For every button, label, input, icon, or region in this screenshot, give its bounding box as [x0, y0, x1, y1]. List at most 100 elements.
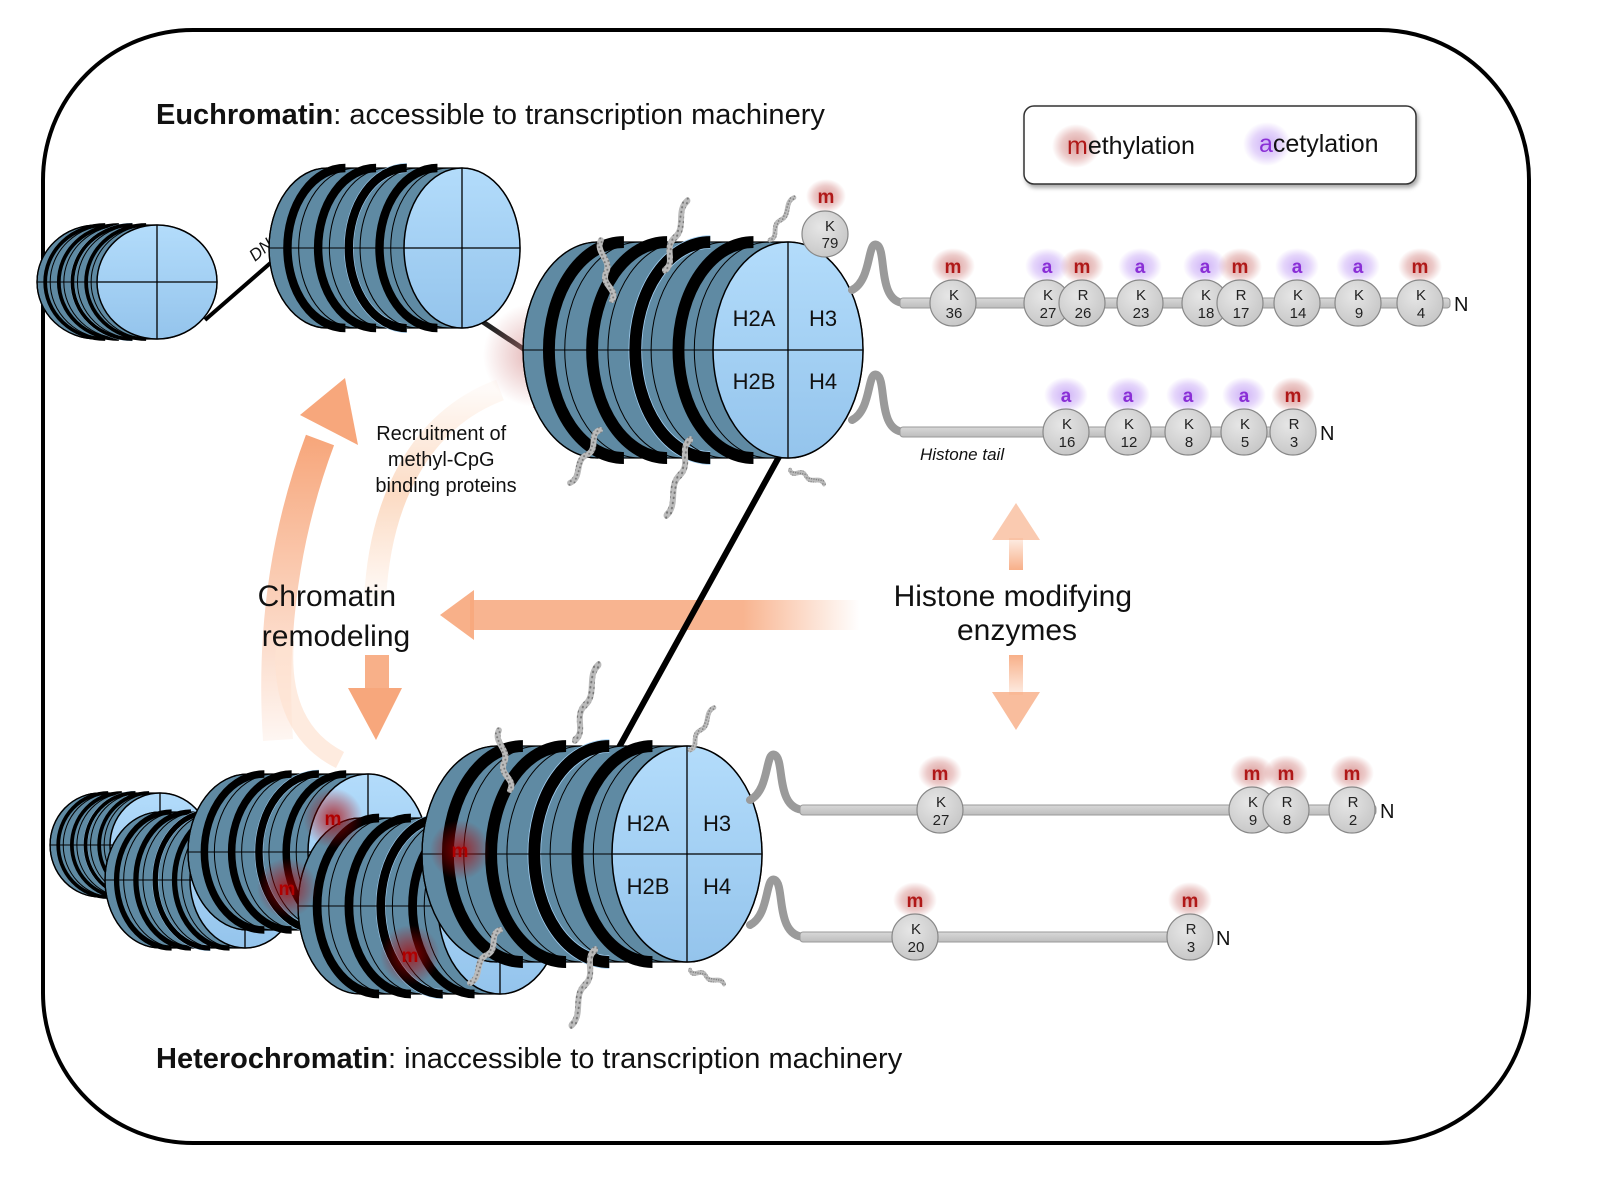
- methylation-mark: m: [945, 257, 962, 278]
- residue-position: 8: [1185, 434, 1193, 451]
- svg-text:79: 79: [822, 235, 839, 252]
- residue-position: 20: [908, 939, 925, 956]
- residue-aa: R: [1289, 416, 1300, 433]
- methylation-glow: [1168, 882, 1212, 918]
- methylation-glow: [1271, 377, 1315, 413]
- residue-position: 26: [1075, 305, 1092, 322]
- acetylation-mark: a: [1200, 257, 1211, 278]
- n-terminus-label: N: [1380, 801, 1394, 823]
- residue-position: 27: [1040, 305, 1057, 322]
- methylation-mark: m: [1074, 257, 1091, 278]
- methylation-mark: m: [1285, 386, 1302, 407]
- residue-position: 14: [1290, 305, 1307, 322]
- methylation-mark: m: [1278, 764, 1295, 785]
- residue-aa: K: [936, 794, 946, 811]
- svg-text:m: m: [452, 841, 469, 862]
- residue-bead: [1334, 279, 1382, 327]
- acetylation-mark: a: [1353, 257, 1364, 278]
- residue-position: 9: [1249, 812, 1257, 829]
- heterochromatin-title: Heterochromatin: inaccessible to transcr…: [156, 1043, 903, 1075]
- legend-acetylation: acetylation: [1259, 130, 1379, 158]
- residue-k79: m K 79: [801, 179, 849, 258]
- residue-aa: K: [1354, 287, 1364, 304]
- svg-text:K: K: [825, 218, 835, 235]
- residue-aa: K: [1240, 416, 1250, 433]
- residue-position: 4: [1417, 305, 1425, 322]
- methylation-mark: m: [932, 764, 949, 785]
- residue-aa: K: [1136, 287, 1146, 304]
- histone-h4: H4: [703, 874, 731, 899]
- histone-h3: H3: [703, 811, 731, 836]
- arrow-vert-up-head: [992, 503, 1040, 540]
- residue-aa: K: [1043, 287, 1053, 304]
- recruitment-label: Recruitment of methyl-CpG binding protei…: [375, 423, 516, 497]
- residue-position: 9: [1355, 305, 1363, 322]
- residue-aa: R: [1186, 921, 1197, 938]
- methylation-glow: [931, 248, 975, 284]
- residue-R8: mR8: [1262, 755, 1310, 834]
- residue-bead: [1396, 279, 1444, 327]
- acetylation-mark: a: [1292, 257, 1303, 278]
- residue-bead: [1269, 408, 1317, 456]
- residue-position: 23: [1133, 305, 1150, 322]
- arrow-vert-down-head: [992, 692, 1040, 730]
- histone-labels-heterochromatin: H2A H3 H2B H4: [627, 811, 731, 899]
- residue-position: 18: [1198, 305, 1215, 322]
- residue-K8: aK8: [1164, 377, 1212, 456]
- residue-aa: K: [1184, 416, 1194, 433]
- legend-methylation: methylation: [1067, 132, 1195, 160]
- residue-position: 36: [946, 305, 963, 322]
- residue-K9: aK9: [1334, 248, 1382, 327]
- residue-aa: K: [1062, 416, 1072, 433]
- residue-bead: [1116, 279, 1164, 327]
- residue-bead: [1273, 279, 1321, 327]
- arrow-up-to-euchromatin: [261, 434, 335, 741]
- acetylation-glow: [1166, 377, 1210, 413]
- acetylation-glow: [1044, 377, 1088, 413]
- euchromatin-title: Euchromatin: accessible to transcription…: [156, 99, 825, 131]
- arrow-down-head: [348, 688, 402, 740]
- residue-bead: [1104, 408, 1152, 456]
- arrow-vert-down-shaft: [1009, 655, 1023, 695]
- residue-R3: mR3: [1269, 377, 1317, 456]
- acetylation-glow: [1025, 248, 1069, 284]
- methylation-mark: m: [1232, 257, 1249, 278]
- residue-position: 2: [1349, 812, 1357, 829]
- residue-R2: mR2: [1328, 755, 1376, 834]
- acetylation-mark: a: [1061, 386, 1072, 407]
- legend: methylation acetylation: [1023, 105, 1417, 185]
- acetylation-glow: [1118, 248, 1162, 284]
- residue-bead: [929, 279, 977, 327]
- methylation-glow: [1330, 755, 1374, 791]
- methylation-mark: m: [1412, 257, 1429, 278]
- residue-position: 3: [1187, 939, 1195, 956]
- residue-aa: R: [1078, 287, 1089, 304]
- methylation-glow: [918, 755, 962, 791]
- histone-h2a: H2A: [733, 306, 776, 331]
- acetylation-mark: a: [1239, 386, 1250, 407]
- residue-aa: K: [1248, 794, 1258, 811]
- nucleosome-medium: [268, 163, 521, 333]
- residue-position: 16: [1059, 434, 1076, 451]
- heterochromatin-dna-methylation: m m m m: [257, 788, 490, 985]
- residue-position: 8: [1283, 812, 1291, 829]
- acetylation-mark: a: [1042, 257, 1053, 278]
- residue-aa: K: [1124, 416, 1134, 433]
- residue-K4: mK4: [1396, 248, 1444, 327]
- residue-aa: R: [1236, 287, 1247, 304]
- acetylation-mark: a: [1135, 257, 1146, 278]
- acetylation-glow: [1222, 377, 1266, 413]
- residue-K5: aK5: [1220, 377, 1268, 456]
- acetylation-glow: [1183, 248, 1227, 284]
